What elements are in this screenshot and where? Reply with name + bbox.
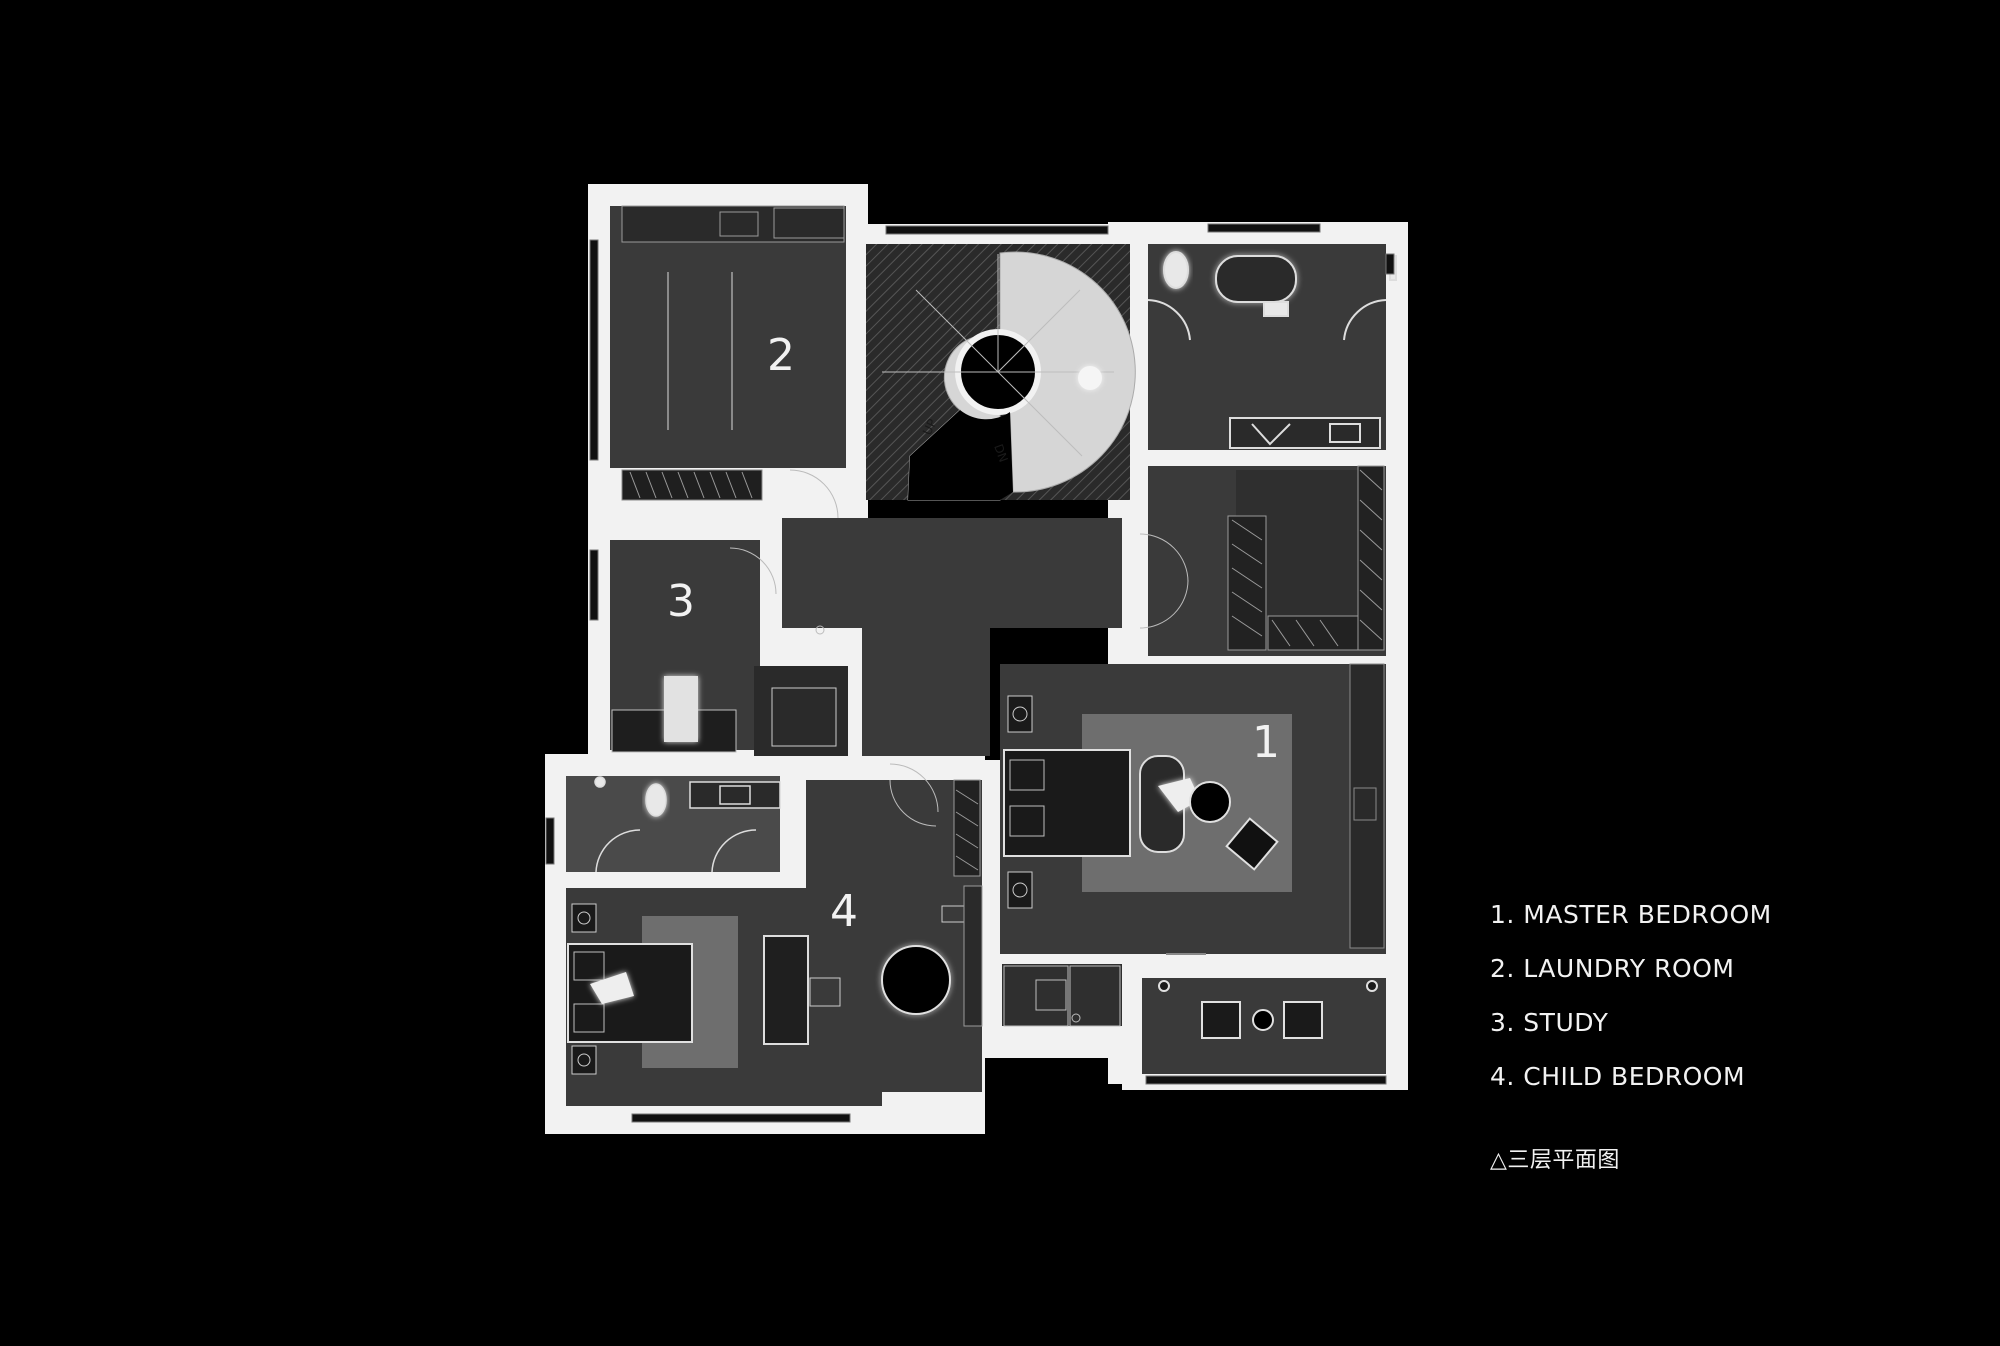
legend-item-laundry-room: 2. LAUNDRY ROOM bbox=[1490, 954, 1735, 983]
plant-icon bbox=[1078, 366, 1102, 390]
legend-item-study: 3. STUDY bbox=[1490, 1008, 1609, 1037]
storage-fixtures bbox=[1003, 965, 1121, 1027]
child-bedroom-annex-floor bbox=[806, 780, 982, 1092]
hall-floor bbox=[782, 518, 1122, 628]
rocking-horse bbox=[590, 972, 634, 1004]
hall-extension-floor bbox=[862, 628, 990, 756]
laundry-fixtures bbox=[621, 205, 845, 519]
room-number-3: 3 bbox=[667, 576, 695, 627]
legend-item-child-bedroom: 4. CHILD BEDROOM bbox=[1490, 1062, 1746, 1091]
walk-in-closet-fixtures bbox=[1227, 465, 1385, 651]
windows bbox=[545, 223, 1395, 1123]
room-legend: 1. MASTER BEDROOM 2. LAUNDRY ROOM 3. STU… bbox=[1490, 896, 1772, 1174]
child-bedroom-fixtures bbox=[567, 779, 983, 1075]
stair-up-label: UP bbox=[920, 417, 939, 437]
study-chair bbox=[664, 676, 698, 742]
stair-down-label: DN bbox=[991, 442, 1010, 464]
laundry-room-floor bbox=[610, 206, 846, 468]
room-labels: 1 2 3 4 bbox=[667, 330, 1280, 937]
legend-item-master-bedroom: 1. MASTER BEDROOM bbox=[1490, 900, 1772, 929]
hall-details bbox=[815, 533, 1189, 813]
child-bath-fixtures bbox=[594, 776, 781, 873]
master-bedroom-fixtures bbox=[1003, 663, 1385, 955]
plan-caption: △三层平面图 bbox=[1490, 1148, 1620, 1173]
room-number-1: 1 bbox=[1252, 717, 1280, 768]
spiral-staircase: UP DN bbox=[866, 244, 1136, 501]
balcony-fixtures bbox=[1158, 980, 1378, 1039]
study-fixtures bbox=[611, 547, 837, 753]
room-number-2: 2 bbox=[767, 330, 795, 381]
room-number-4: 4 bbox=[830, 886, 858, 937]
